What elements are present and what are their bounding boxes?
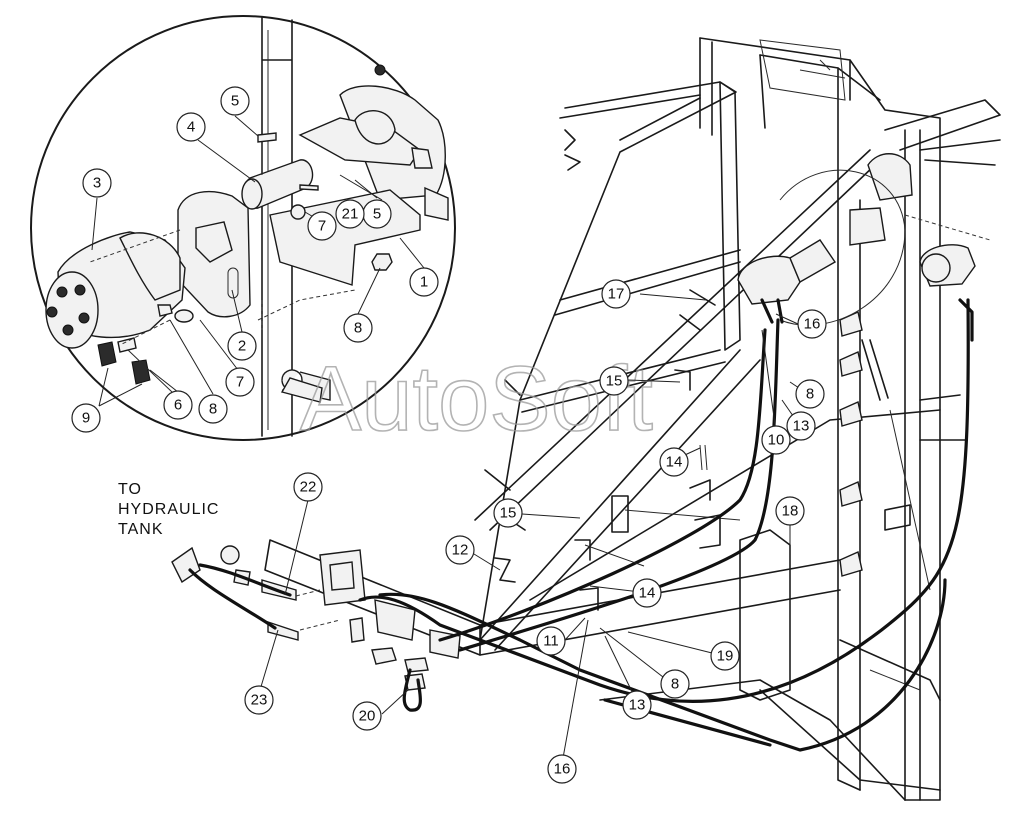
svg-text:14: 14 bbox=[639, 585, 656, 602]
svg-text:7: 7 bbox=[236, 374, 244, 391]
callout-7-upper: 7 bbox=[307, 211, 337, 241]
callout-17: 17 bbox=[601, 279, 631, 309]
svg-text:4: 4 bbox=[187, 119, 195, 136]
callout-18: 18 bbox=[775, 496, 805, 526]
svg-text:8: 8 bbox=[806, 386, 814, 403]
svg-text:1: 1 bbox=[420, 274, 428, 291]
callout-20: 20 bbox=[352, 701, 382, 731]
callout-8-main-upper: 8 bbox=[795, 379, 825, 409]
svg-text:13: 13 bbox=[793, 418, 810, 435]
callout-8-main-lower: 8 bbox=[660, 669, 690, 699]
callout-13-lower: 13 bbox=[622, 690, 652, 720]
main-frame bbox=[171, 37, 1001, 801]
callout-15-upper: 15 bbox=[599, 366, 629, 396]
callout-13-upper: 13 bbox=[786, 411, 816, 441]
callout-8-detail-right: 8 bbox=[343, 313, 373, 343]
callout-23: 23 bbox=[244, 685, 274, 715]
callout-12: 12 bbox=[445, 535, 475, 565]
tank-label-line-2: HYDRAULIC bbox=[118, 501, 219, 518]
svg-text:11: 11 bbox=[543, 633, 559, 650]
callout-14-upper: 14 bbox=[659, 447, 689, 477]
tank-label-line-1: TO bbox=[118, 481, 142, 498]
svg-text:16: 16 bbox=[554, 761, 571, 778]
tank-label: TO HYDRAULIC TANK bbox=[118, 481, 219, 538]
callout-16-upper: 16 bbox=[797, 309, 827, 339]
watermark-text: AutoSoft bbox=[300, 348, 653, 450]
svg-text:22: 22 bbox=[300, 479, 317, 496]
callout-22: 22 bbox=[293, 472, 323, 502]
svg-text:3: 3 bbox=[93, 175, 101, 192]
svg-text:6: 6 bbox=[174, 397, 182, 414]
svg-text:21: 21 bbox=[342, 206, 359, 223]
callout-14-lower: 14 bbox=[632, 578, 662, 608]
svg-text:9: 9 bbox=[82, 410, 90, 427]
callout-6: 6 bbox=[163, 390, 193, 420]
callout-19: 19 bbox=[710, 641, 740, 671]
callout-15-lower: 15 bbox=[493, 498, 523, 528]
svg-text:2: 2 bbox=[238, 338, 246, 355]
svg-text:15: 15 bbox=[606, 373, 623, 390]
callout-16-lower: 16 bbox=[547, 754, 577, 784]
svg-text:8: 8 bbox=[671, 676, 679, 693]
svg-text:20: 20 bbox=[359, 708, 376, 725]
svg-text:10: 10 bbox=[768, 432, 785, 449]
callout-8-detail-left: 8 bbox=[198, 394, 228, 424]
callout-5-right: 5 bbox=[362, 199, 392, 229]
tank-label-line-3: TANK bbox=[118, 521, 163, 538]
callout-7-lower: 7 bbox=[225, 367, 255, 397]
svg-text:23: 23 bbox=[251, 692, 268, 709]
callout-3: 3 bbox=[82, 168, 112, 198]
svg-text:8: 8 bbox=[354, 320, 362, 337]
hydraulic-hoses bbox=[188, 298, 974, 752]
svg-text:15: 15 bbox=[500, 505, 517, 522]
svg-text:16: 16 bbox=[804, 316, 821, 333]
callout-9: 9 bbox=[71, 403, 101, 433]
callout-21: 21 bbox=[335, 199, 365, 229]
callout-4: 4 bbox=[176, 112, 206, 142]
svg-text:17: 17 bbox=[608, 286, 625, 303]
callout-5-top: 5 bbox=[220, 86, 250, 116]
callout-2: 2 bbox=[227, 331, 257, 361]
svg-text:8: 8 bbox=[209, 401, 217, 418]
svg-text:7: 7 bbox=[318, 218, 326, 235]
svg-text:14: 14 bbox=[666, 454, 683, 471]
svg-text:12: 12 bbox=[452, 542, 469, 559]
callout-1: 1 bbox=[409, 267, 439, 297]
svg-text:13: 13 bbox=[629, 697, 646, 714]
svg-text:5: 5 bbox=[373, 206, 381, 223]
callout-10: 10 bbox=[761, 425, 791, 455]
svg-text:18: 18 bbox=[782, 503, 799, 520]
svg-text:19: 19 bbox=[717, 648, 734, 665]
svg-text:5: 5 bbox=[231, 93, 239, 110]
callout-11: 11 bbox=[536, 626, 566, 656]
